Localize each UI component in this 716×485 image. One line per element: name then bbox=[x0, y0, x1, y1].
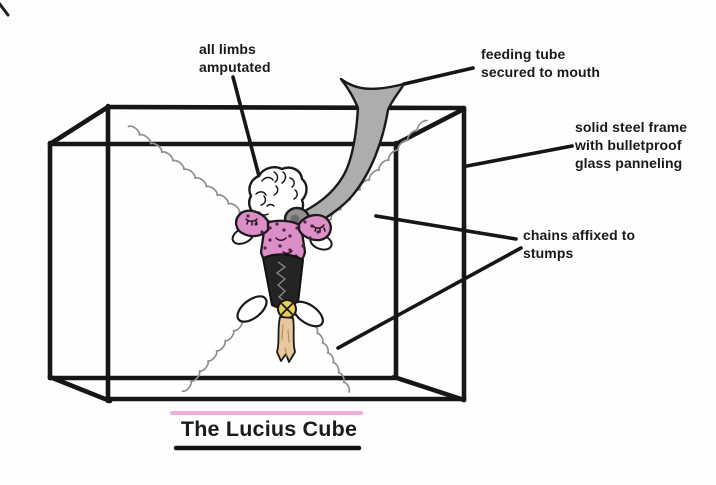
hanging-braid bbox=[276, 316, 296, 363]
chain-lower-left bbox=[181, 309, 252, 393]
label-steel-frame: solid steel frame with bulletproof glass… bbox=[575, 119, 688, 172]
annotation-pointer-lines bbox=[231, 66, 574, 350]
prisoner-figure bbox=[231, 77, 406, 363]
diagram-title: The Lucius Cube bbox=[180, 417, 358, 441]
brain-wrinkles bbox=[255, 171, 298, 223]
label-all-limbs-amputated: all limbs amputated bbox=[199, 41, 271, 76]
pointer-steel-frame bbox=[465, 144, 574, 168]
brow-line bbox=[266, 203, 275, 207]
label-feeding-tube: feeding tube secured to mouth bbox=[481, 46, 601, 81]
stitch-marks bbox=[245, 218, 326, 255]
braid-streaks bbox=[281, 324, 290, 357]
pointer-feeding-tube bbox=[402, 66, 475, 86]
chain-upper-right bbox=[320, 119, 429, 231]
feeding-tube-funnel bbox=[301, 77, 406, 233]
steel-cube-frame bbox=[47, 103, 467, 404]
corset-lacing bbox=[275, 261, 287, 303]
label-chains-affixed: chains affixed to stumps bbox=[523, 227, 636, 262]
pointer-chains-upper bbox=[374, 214, 518, 241]
chain-upper-left bbox=[127, 125, 252, 223]
left-leg-stump bbox=[236, 295, 268, 323]
pointer-chains-lower bbox=[336, 246, 523, 350]
corner-artifact-mark bbox=[0, 1, 10, 17]
buckle-x-mark bbox=[281, 303, 293, 315]
